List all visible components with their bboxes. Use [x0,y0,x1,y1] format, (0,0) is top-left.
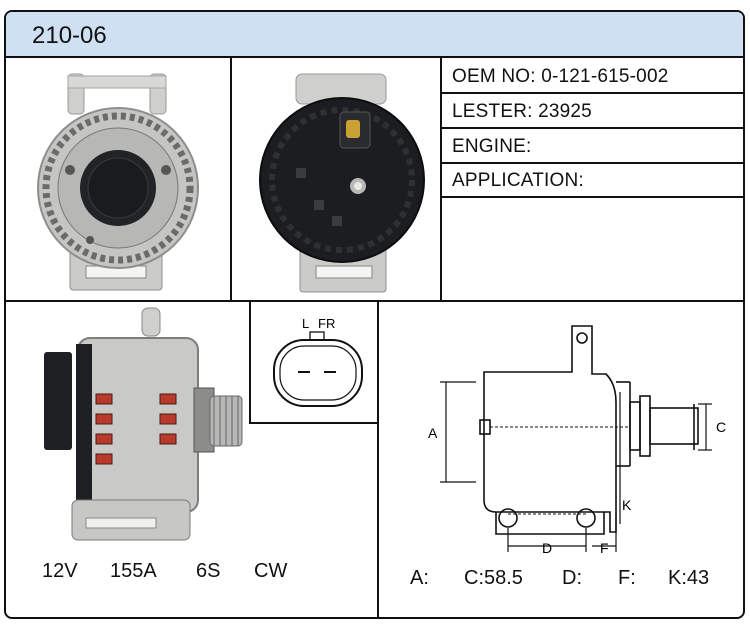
connector-diagram: L FR [273,316,363,407]
dim-value-c: C:58.5 [464,567,523,589]
dim-label-f: F [600,540,609,556]
spec-divider-1 [440,92,743,94]
rating-rotation: CW [254,560,288,582]
part-number-title: 210-06 [32,22,107,49]
col-divider-connector-left [249,300,251,424]
lester-value: 23925 [538,101,592,122]
dim-value-a: A: [410,567,429,589]
oem-value: 0-121-615-002 [541,66,669,87]
lester-number: LESTER: 23925 [452,101,592,123]
spec-sheet: 210-06 OEM NO: 0-121-615-002 LESTER: 239… [4,10,745,619]
alternator-front-photo [37,73,199,291]
application-label: APPLICATION: [452,170,584,191]
oem-number: OEM NO: 0-121-615-002 [452,66,669,88]
rating-voltage: 12V [42,560,78,582]
spec-divider-3 [440,162,743,164]
connector-pin-label-l: L [302,316,309,331]
alternator-side-photo [44,307,243,541]
engine-label: ENGINE: [452,136,532,157]
col-divider-rear [440,58,442,300]
alternator-rear-photo [259,73,425,293]
dim-label-k: K [622,497,632,513]
col-divider-drawing [377,300,379,617]
lester-label: LESTER: [452,101,533,122]
dim-value-k: K:43 [668,567,710,589]
header-bar: 210-06 [6,12,743,58]
dimension-drawing: A C D F K [428,325,726,556]
rating-amperage: 155A [110,560,157,582]
engine: ENGINE: [452,136,532,158]
application: APPLICATION: [452,170,584,192]
connector-box-bottom [249,422,379,424]
dim-value-d: D: [562,567,582,589]
dim-label-c: C [716,419,726,435]
connector-pin-label-fr: FR [318,316,335,331]
dim-label-d: D [542,540,552,556]
spec-divider-4 [440,196,743,198]
col-divider-front [230,58,232,300]
row-divider [6,300,743,302]
oem-label: OEM NO: [452,66,536,87]
spec-divider-2 [440,127,743,129]
dim-label-a: A [428,425,438,441]
dim-value-f: F: [618,567,636,589]
rating-pulley: 6S [196,560,221,582]
